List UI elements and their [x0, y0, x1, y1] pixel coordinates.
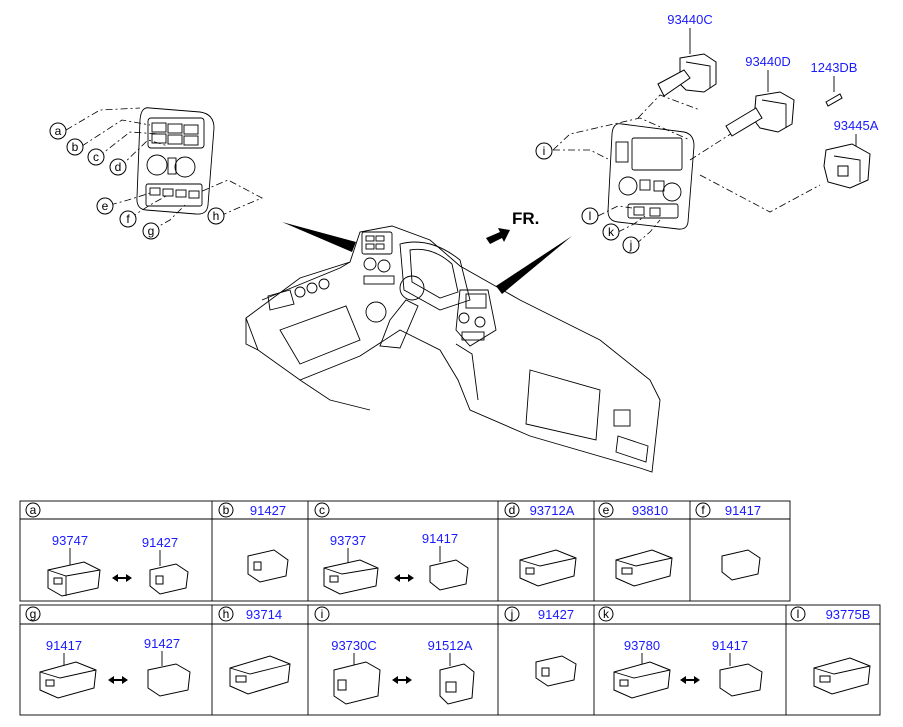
svg-text:91427: 91427 — [142, 535, 178, 550]
cell-j: j 91427 — [504, 606, 577, 687]
part-93440D: 93440D — [725, 54, 795, 137]
callout-g: g — [142, 222, 160, 240]
cell-b: b 91427 — [218, 502, 289, 583]
callout-d: d — [109, 158, 127, 176]
cell-g: g 91417 91427 — [25, 606, 191, 699]
callout-f: f — [119, 210, 137, 228]
svg-text:d: d — [115, 160, 122, 174]
svg-text:j: j — [510, 607, 514, 621]
callout-e: e — [96, 197, 114, 215]
svg-text:l: l — [589, 209, 592, 223]
right-callout-leaders — [552, 94, 821, 245]
cell-l: l 93775B — [790, 606, 871, 695]
svg-text:91417: 91417 — [712, 638, 748, 653]
svg-text:k: k — [608, 225, 615, 239]
left-callout-labels: a b c d e f g h — [49, 122, 225, 240]
left-pointer-wedge — [282, 222, 356, 252]
svg-text:93737: 93737 — [330, 533, 366, 548]
callout-j: j — [622, 236, 640, 254]
callout-i: i — [535, 142, 553, 160]
svg-text:h: h — [223, 607, 230, 621]
svg-text:e: e — [603, 503, 610, 517]
right-pointer-wedge — [496, 236, 572, 294]
svg-text:a: a — [30, 503, 37, 517]
part-93445A: 93445A — [823, 118, 879, 189]
svg-text:93712A: 93712A — [530, 503, 575, 518]
svg-text:FR.: FR. — [512, 209, 539, 228]
front-direction-indicator: FR. — [486, 209, 539, 244]
svg-text:1243DB: 1243DB — [811, 60, 858, 75]
svg-text:93440C: 93440C — [667, 12, 713, 27]
svg-text:b: b — [72, 140, 79, 154]
svg-text:b: b — [223, 503, 230, 517]
cell-d: d 93712A — [504, 502, 577, 587]
cell-a: a 93747 91427 — [25, 502, 189, 597]
cell-c: c 93737 91417 — [314, 502, 469, 595]
svg-text:91512A: 91512A — [428, 638, 473, 653]
svg-text:93445A: 93445A — [834, 118, 879, 133]
right-center-fascia — [607, 123, 695, 230]
callout-k: k — [602, 223, 620, 241]
svg-text:91417: 91417 — [422, 531, 458, 546]
svg-text:h: h — [213, 209, 220, 223]
cell-k: k 93780 91417 — [598, 606, 763, 699]
left-center-fascia — [136, 107, 215, 215]
svg-text:93730C: 93730C — [331, 638, 377, 653]
svg-text:93747: 93747 — [52, 533, 88, 548]
svg-text:93440D: 93440D — [745, 54, 791, 69]
svg-text:f: f — [126, 212, 130, 226]
svg-text:g: g — [148, 224, 155, 238]
right-callout-labels: i l k j — [535, 142, 640, 254]
svg-text:a: a — [55, 124, 62, 138]
parts-table — [19, 500, 881, 716]
svg-text:93775B: 93775B — [826, 607, 871, 622]
cell-h: h 93714 — [218, 606, 291, 695]
svg-text:93810: 93810 — [632, 503, 668, 518]
svg-text:f: f — [701, 503, 705, 517]
part-1243DB: 1243DB — [811, 60, 858, 107]
svg-text:91427: 91427 — [250, 503, 286, 518]
svg-text:93714: 93714 — [246, 607, 282, 622]
callout-a: a — [49, 122, 67, 140]
svg-text:91427: 91427 — [538, 607, 574, 622]
svg-text:c: c — [93, 150, 99, 164]
svg-text:e: e — [102, 199, 109, 213]
svg-text:j: j — [629, 238, 633, 252]
svg-text:93780: 93780 — [624, 638, 660, 653]
callout-l: l — [581, 207, 599, 225]
svg-text:d: d — [509, 503, 516, 517]
dashboard-assembly — [245, 225, 661, 473]
cell-i: i 93730C 91512A — [314, 606, 475, 705]
cell-f: f 91417 — [695, 502, 761, 581]
svg-text:91417: 91417 — [46, 638, 82, 653]
part-93440C: 93440C — [657, 12, 717, 97]
callout-b: b — [66, 138, 84, 156]
svg-text:c: c — [319, 503, 325, 517]
cell-e: e 93810 — [598, 502, 673, 587]
svg-text:l: l — [797, 607, 800, 621]
svg-text:91417: 91417 — [725, 503, 761, 518]
callout-c: c — [87, 148, 105, 166]
svg-text:g: g — [30, 607, 37, 621]
svg-text:i: i — [321, 607, 324, 621]
svg-text:91427: 91427 — [144, 636, 180, 651]
callout-h: h — [207, 207, 225, 225]
svg-text:k: k — [603, 607, 610, 621]
svg-text:i: i — [543, 144, 546, 158]
